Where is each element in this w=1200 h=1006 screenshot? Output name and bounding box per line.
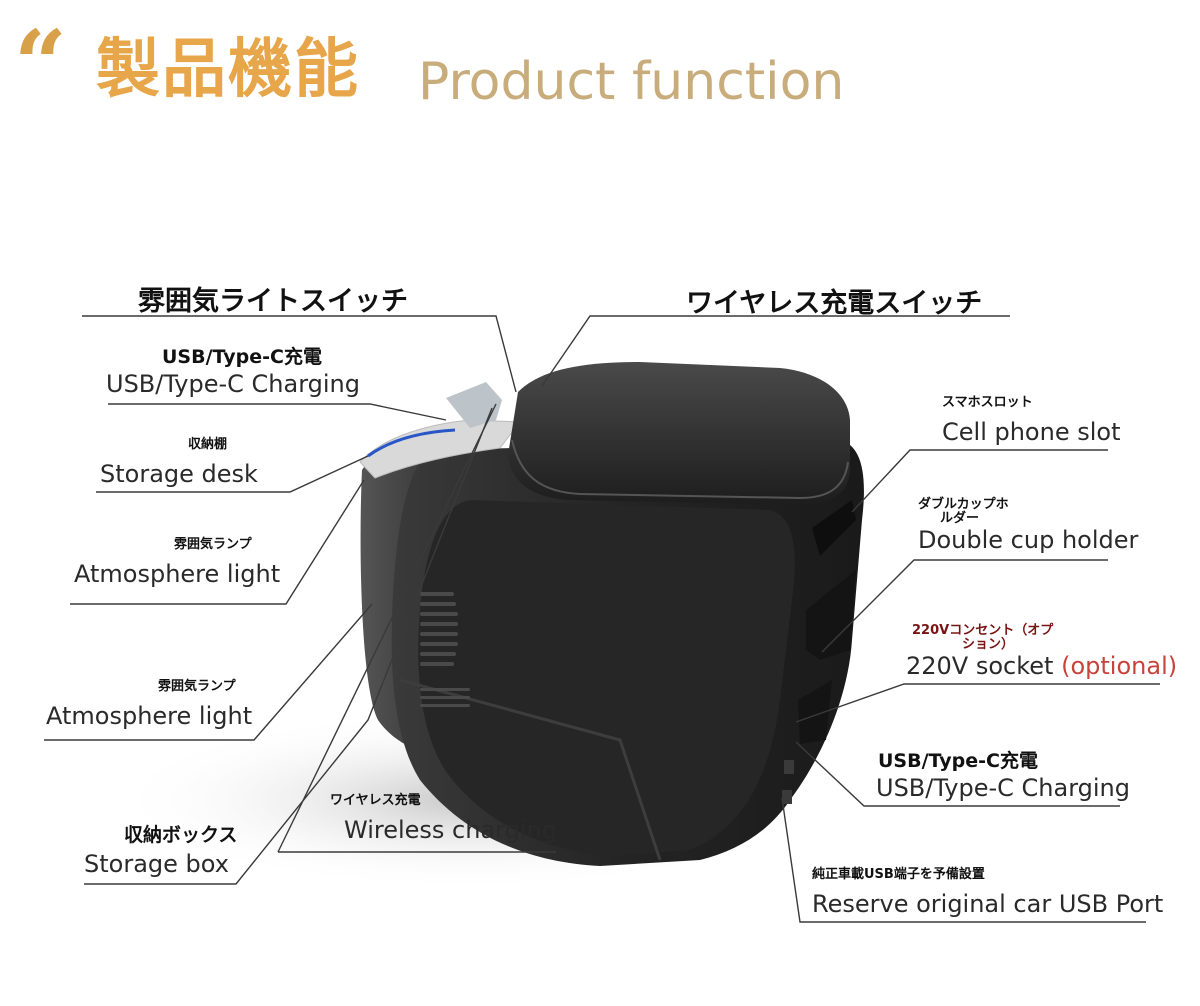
armrest-lid-seam (511, 439, 849, 500)
label-storage-desk-en: Storage desk (100, 460, 258, 488)
label-socket-ja-1: 220Vコンセント（オプ (912, 623, 1054, 638)
label-cup-holder-en: Double cup holder (918, 526, 1139, 554)
page-title-ja: 製品機能 (96, 33, 360, 107)
product-crease (399, 678, 662, 861)
label-atmosphere2-en: Atmosphere light (46, 702, 253, 730)
page-title-en: Product function (418, 52, 845, 112)
vent-grille (420, 592, 470, 707)
label-wireless-charging-en: Wireless charging (344, 816, 557, 844)
label-wireless-charging-ja: ワイヤレス充電 (330, 793, 421, 808)
product-front-face (418, 500, 795, 856)
label-atmosphere1-en: Atmosphere light (74, 560, 281, 588)
label-cup-holder-ja-1: ダブルカップホ (918, 497, 1009, 512)
cell-phone-slot-opening (812, 500, 856, 556)
label-usb-right-ja: USB/Type-C充電 (878, 750, 1038, 772)
label-usb-top-en: USB/Type-C Charging (106, 370, 360, 398)
label-usb-right-en: USB/Type-C Charging (876, 774, 1130, 802)
storage-desk-tray (359, 419, 521, 479)
label-wireless-switch-ja: ワイヤレス充電スイッチ (686, 288, 983, 319)
storage-desk-blue-edge (367, 428, 456, 458)
quote-mark: “ (14, 10, 67, 118)
label-ambient-switch-ja: 雰囲気ライトスイッチ (138, 286, 408, 317)
label-storage-box-ja: 収納ボックス (124, 824, 238, 846)
label-socket-optional: (optional) (1061, 652, 1178, 680)
leader-lines-right (541, 315, 1160, 923)
label-reserve-usb-ja: 純正車載USB端子を予備設置 (812, 867, 985, 882)
label-storage-box-en: Storage box (84, 850, 229, 878)
label-cell-slot-ja: スマホスロット (942, 395, 1033, 410)
label-socket-en-row: 220V socket (optional) (906, 654, 1177, 678)
label-socket-en: 220V socket (906, 652, 1054, 680)
armrest-lid (508, 362, 850, 505)
label-reserve-usb-en: Reserve original car USB Port (812, 890, 1164, 918)
label-atmosphere2-ja: 雰囲気ランプ (158, 679, 236, 694)
reserve-usb-port (782, 790, 792, 804)
label-socket-ja-2: ション） (962, 637, 1015, 652)
leader-lines-left (44, 315, 556, 885)
label-usb-top-ja: USB/Type-C充電 (162, 346, 322, 368)
usb-port-right (784, 760, 794, 774)
cup-holder-opening (806, 570, 856, 660)
label-storage-desk-ja: 収納棚 (188, 437, 228, 452)
label-cell-slot-en: Cell phone slot (942, 418, 1121, 446)
socket-opening (798, 680, 832, 744)
label-cup-holder-ja-2: ルダー (940, 511, 980, 526)
label-atmosphere1-ja: 雰囲気ランプ (174, 537, 252, 552)
